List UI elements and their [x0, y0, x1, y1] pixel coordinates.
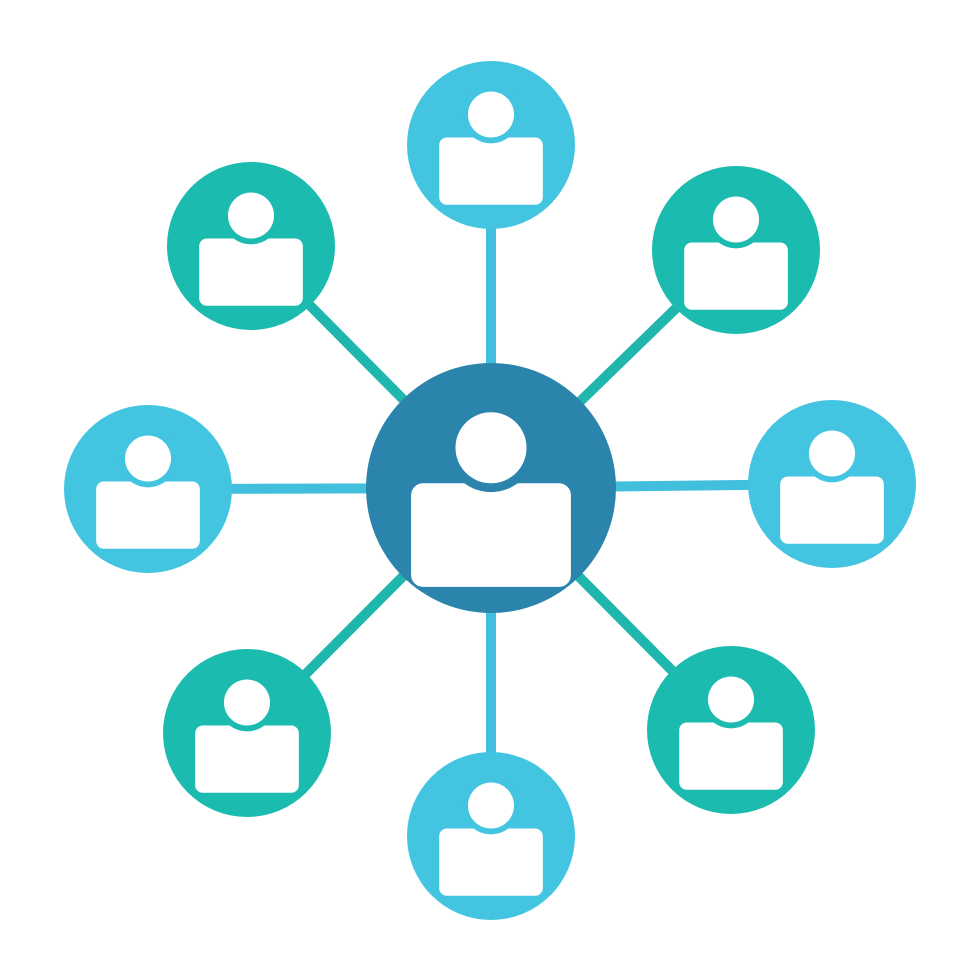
- hub-person-body: [411, 483, 571, 587]
- node-top-right-person-body: [684, 242, 788, 310]
- node-bottom: [407, 752, 575, 920]
- node-top-person-head: [467, 91, 515, 138]
- node-right: [748, 400, 916, 568]
- node-bottom-person-body: [439, 828, 543, 896]
- node-group: [64, 61, 916, 920]
- node-top-left-person-icon: [199, 186, 303, 306]
- node-right-person-head: [808, 430, 856, 477]
- node-bottom-left-person-body: [195, 725, 299, 793]
- node-bottom-right: [647, 646, 815, 814]
- node-top-left-person-head: [227, 192, 275, 239]
- hub-group: [366, 363, 616, 613]
- node-top-person-icon: [439, 85, 543, 205]
- node-left-person-head: [124, 435, 172, 482]
- node-left-person-body: [96, 481, 200, 549]
- node-top-left: [167, 162, 335, 330]
- node-top-right-person-head: [712, 196, 760, 243]
- node-bottom-right-person-body: [679, 722, 783, 790]
- node-bottom-person-head: [467, 782, 515, 829]
- node-top: [407, 61, 575, 229]
- node-left: [64, 405, 232, 573]
- node-left-person-icon: [96, 429, 200, 549]
- hub-person-head: [455, 412, 527, 484]
- hub-person-icon: [411, 403, 571, 587]
- node-top-right-person-icon: [684, 190, 788, 310]
- node-bottom-left-person-head: [223, 679, 271, 726]
- node-top-person-body: [439, 137, 543, 205]
- node-bottom-person-icon: [439, 776, 543, 896]
- node-top-left-person-body: [199, 238, 303, 306]
- node-bottom-left-person-icon: [195, 673, 299, 793]
- node-bottom-right-person-head: [707, 676, 755, 723]
- node-right-person-icon: [780, 424, 884, 544]
- node-bottom-right-person-icon: [679, 670, 783, 790]
- node-top-right: [652, 166, 820, 334]
- node-bottom-left: [163, 649, 331, 817]
- node-right-person-body: [780, 476, 884, 544]
